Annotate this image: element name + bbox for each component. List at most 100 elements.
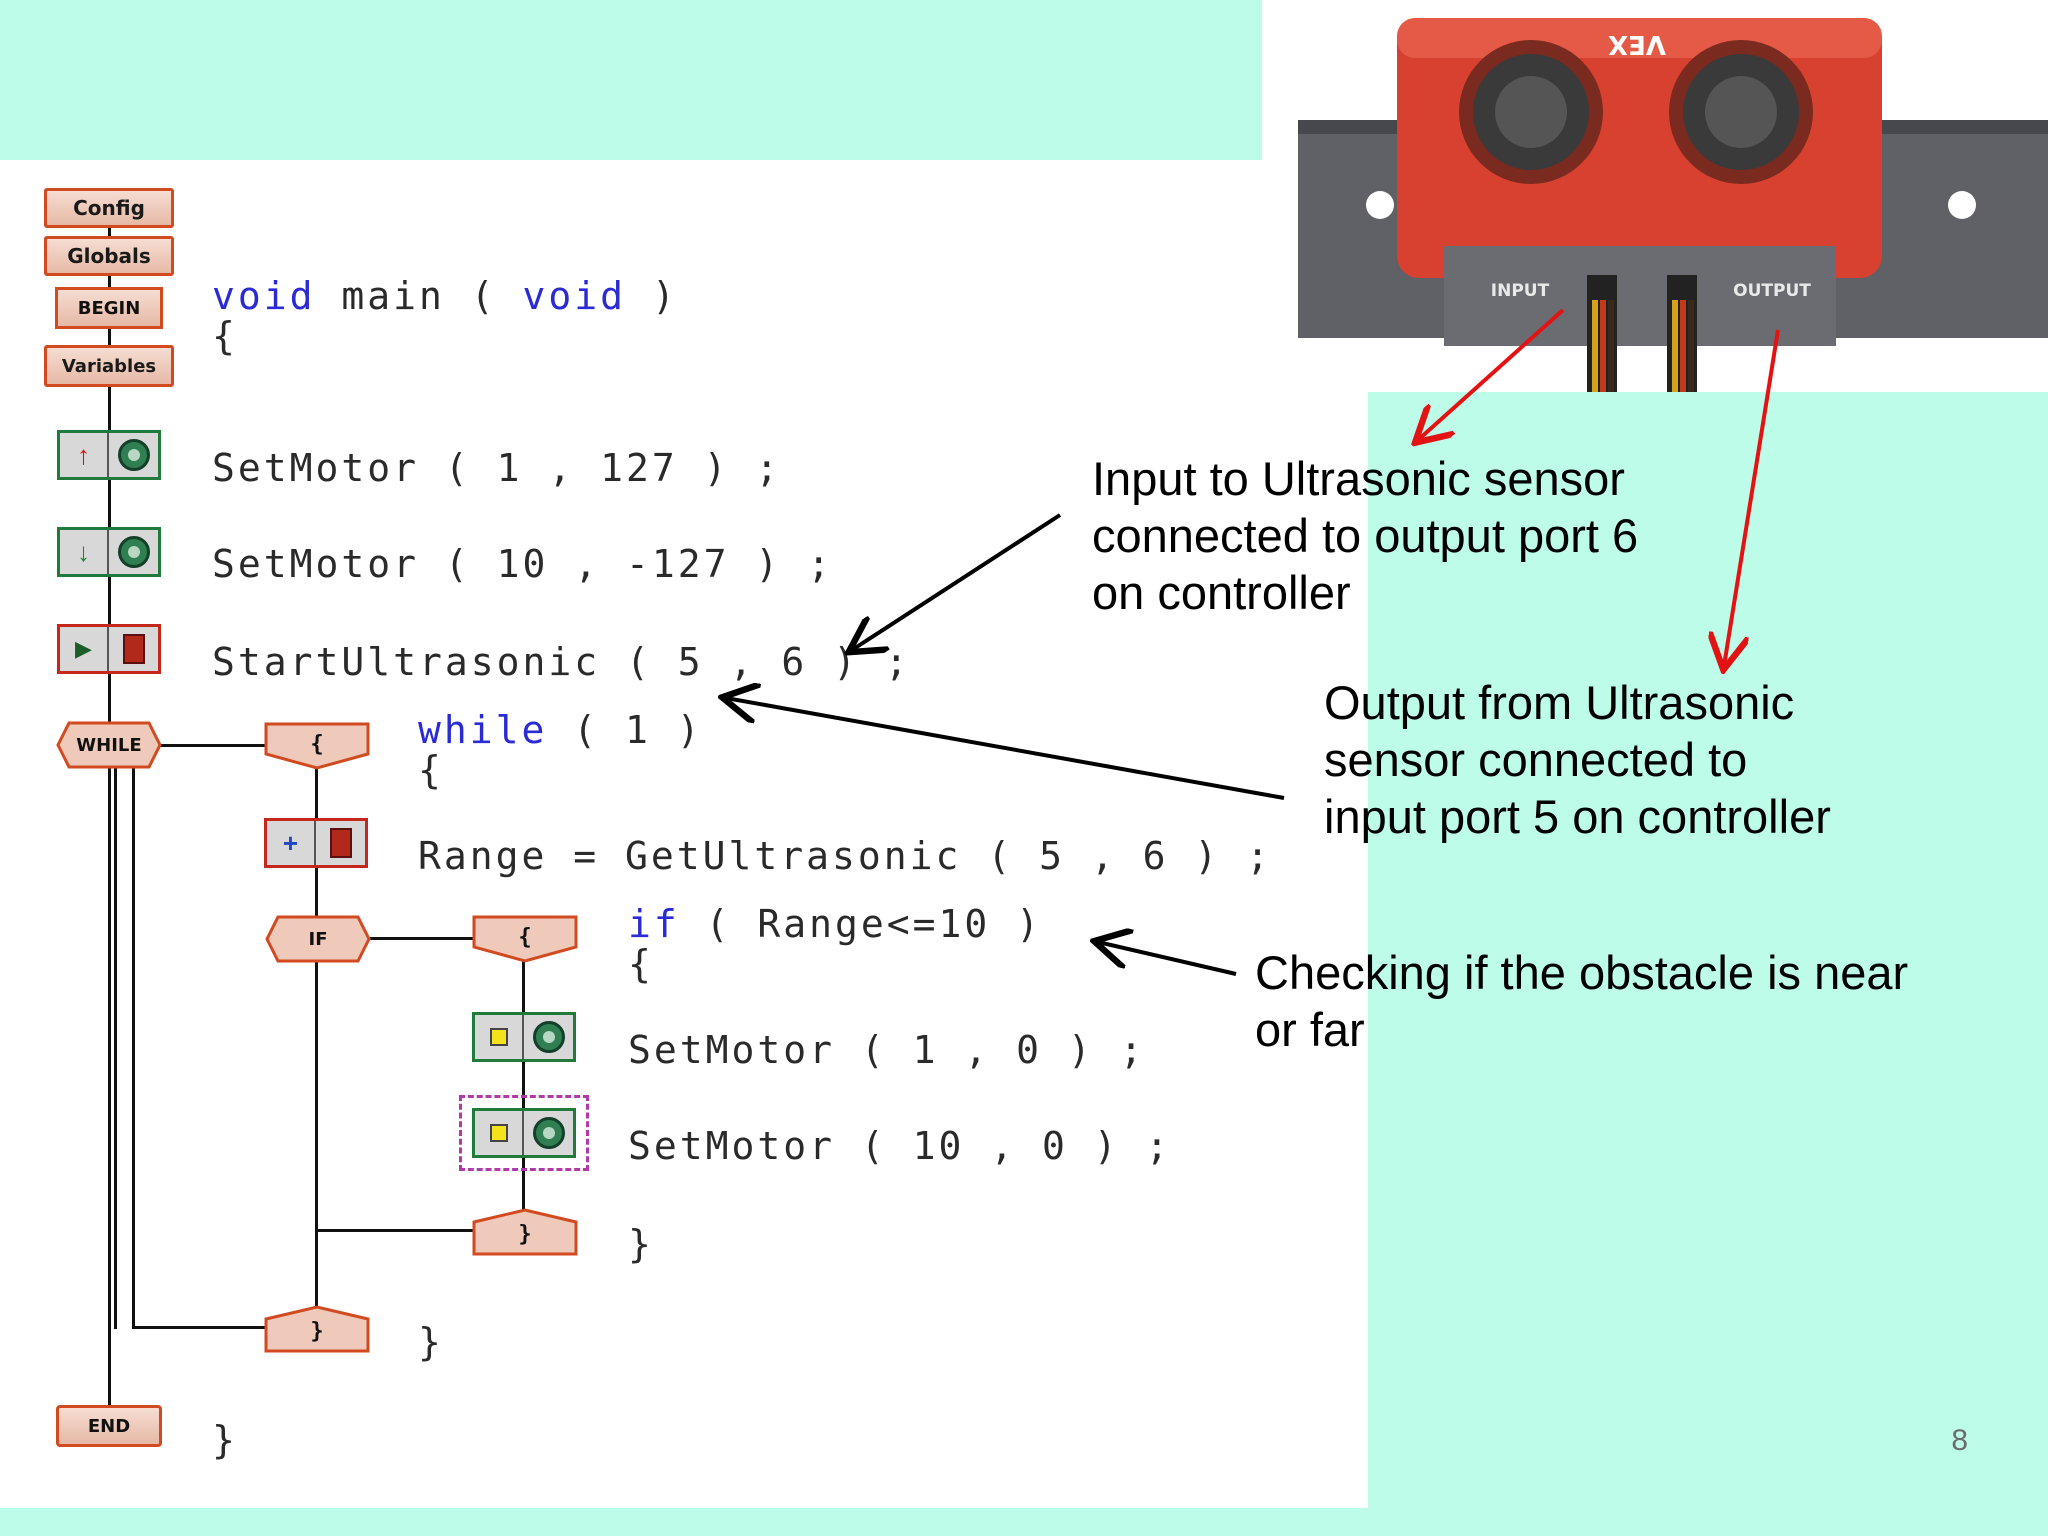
if-return-line — [315, 1229, 475, 1232]
start-ultrasonic-block[interactable]: ▶ — [57, 624, 161, 674]
output-annotation-line-1: Output from Ultrasonic — [1324, 676, 1795, 729]
up-arrow-icon: ↑ — [77, 440, 90, 470]
output-port-label: OUTPUT — [1733, 281, 1811, 301]
if-block-outline — [265, 915, 371, 963]
motor-gear-cell — [109, 433, 158, 477]
motor-gear-cell — [524, 1111, 573, 1155]
gear-icon — [532, 1021, 565, 1053]
ultrasonic-play-cell: ▶ — [60, 627, 109, 671]
slide-number: 8 — [1951, 1424, 1968, 1457]
speaker-icon — [329, 828, 352, 858]
if-close-brace: } — [628, 1222, 654, 1266]
input-annotation: Input to Ultrasonic sensor connected to … — [1092, 450, 1638, 621]
if-keyword: if — [628, 902, 680, 946]
ultrasonic-sensor-photo: VEX INPUT OUTPUT — [1298, 18, 2048, 392]
motor-direction-cell: ↓ — [60, 530, 109, 574]
speaker-icon — [122, 634, 145, 664]
stop-square-icon — [489, 1124, 508, 1142]
set-motor-block-3[interactable] — [472, 1012, 576, 1062]
while-loop-line-b — [132, 767, 135, 1329]
while-condition: ( 1 ) — [547, 708, 703, 752]
ultrasonic-speaker-cell — [316, 821, 365, 865]
down-arrow-icon: ↓ — [77, 537, 90, 567]
while-line: while ( 1 ) — [418, 708, 703, 752]
set-motor-line-1: SetMotor ( 1 , 127 ) ; — [212, 446, 782, 490]
code-panel — [0, 160, 1368, 1508]
output-red-arrow — [1724, 329, 1780, 666]
check-annotation-line-2: or far — [1255, 1003, 1365, 1056]
input-annotation-line-2: connected to output port 6 — [1092, 509, 1639, 562]
motor-gear-cell — [524, 1015, 573, 1059]
stop-square-icon — [489, 1028, 508, 1046]
ultrasonic-read-cell: + — [267, 821, 316, 865]
motor-gear-cell — [109, 530, 158, 574]
get-ultrasonic-block[interactable]: + — [264, 818, 368, 868]
while-close-brace-block[interactable]: } — [310, 1318, 324, 1344]
range-line: Range = GetUltrasonic ( 5 , 6 ) ; — [418, 834, 1272, 878]
output-note-arrow — [726, 698, 1285, 800]
end-block[interactable]: END — [56, 1405, 162, 1447]
set-motor-block-2[interactable]: ↓ — [57, 527, 161, 577]
main-param-type: void — [522, 274, 627, 318]
set-motor-line-2: SetMotor ( 10 , -127 ) ; — [212, 542, 834, 586]
set-motor-line-3: SetMotor ( 1 , 0 ) ; — [628, 1028, 1146, 1072]
input-port-label: INPUT — [1491, 281, 1550, 301]
set-motor-block-1[interactable]: ↑ — [57, 430, 161, 480]
check-annotation-line-1: Checking if the obstacle is near — [1255, 946, 1909, 999]
check-annotation: Checking if the obstacle is near or far — [1255, 944, 1908, 1058]
start-ultrasonic-line: StartUltrasonic ( 5 , 6 ) ; — [212, 640, 911, 684]
motor-stop-cell — [475, 1111, 524, 1155]
globals-block[interactable]: Globals — [44, 236, 174, 276]
while-return-line — [132, 1326, 268, 1329]
while-open-brace-outline — [264, 722, 370, 770]
gear-icon — [532, 1117, 565, 1149]
if-body-line — [522, 958, 525, 1223]
if-condition: ( Range<=10 ) — [679, 902, 1043, 946]
main-paren-close: ) — [626, 274, 678, 318]
variables-block[interactable]: Variables — [44, 345, 174, 387]
input-note-arrow — [852, 513, 1062, 650]
gear-icon — [117, 439, 150, 471]
if-open-brace-block[interactable]: { — [518, 924, 532, 950]
input-red-arrow — [1418, 308, 1565, 440]
main-name: main ( — [315, 274, 523, 318]
main-signature: void main ( void ) — [212, 274, 678, 318]
sensor-brand-label: VEX — [1608, 29, 1666, 59]
while-close-brace-outline — [264, 1305, 370, 1353]
while-body-line — [315, 768, 318, 1328]
if-line: if ( Range<=10 ) — [628, 902, 1042, 946]
while-loop-line-a — [114, 767, 117, 1329]
input-annotation-line-3: on controller — [1092, 566, 1351, 619]
if-branch-line — [370, 937, 475, 940]
plus-icon: + — [282, 827, 299, 858]
gear-icon — [117, 536, 150, 568]
input-annotation-line-1: Input to Ultrasonic sensor — [1092, 452, 1625, 505]
main-close-brace: } — [212, 1418, 238, 1462]
while-open-brace: { — [418, 748, 444, 792]
while-branch-line — [160, 744, 268, 747]
if-close-brace-outline — [472, 1208, 578, 1256]
while-keyword: while — [418, 708, 548, 752]
check-note-arrow — [1098, 942, 1237, 976]
main-flow-line — [108, 205, 111, 1420]
if-block[interactable]: IF — [308, 928, 328, 950]
if-open-brace-outline — [472, 915, 578, 963]
while-block[interactable]: WHILE — [76, 734, 142, 756]
set-motor-line-4: SetMotor ( 10 , 0 ) ; — [628, 1124, 1172, 1168]
if-open-brace: { — [628, 942, 654, 986]
motor-stop-cell — [475, 1015, 524, 1059]
config-block[interactable]: Config — [44, 188, 174, 228]
while-close-brace: } — [418, 1320, 444, 1364]
begin-block[interactable]: BEGIN — [55, 287, 163, 329]
while-block-outline — [56, 721, 162, 769]
output-annotation-line-2: sensor connected to — [1324, 733, 1748, 786]
motor-direction-cell: ↑ — [60, 433, 109, 477]
set-motor-block-4[interactable] — [459, 1095, 589, 1171]
output-annotation: Output from Ultrasonic sensor connected … — [1324, 674, 1831, 845]
ultrasonic-speaker-cell — [109, 627, 158, 671]
play-icon: ▶ — [75, 636, 92, 661]
output-annotation-line-3: input port 5 on controller — [1324, 790, 1831, 843]
if-close-brace-block[interactable]: } — [518, 1221, 532, 1247]
while-open-brace-block[interactable]: { — [310, 731, 324, 757]
